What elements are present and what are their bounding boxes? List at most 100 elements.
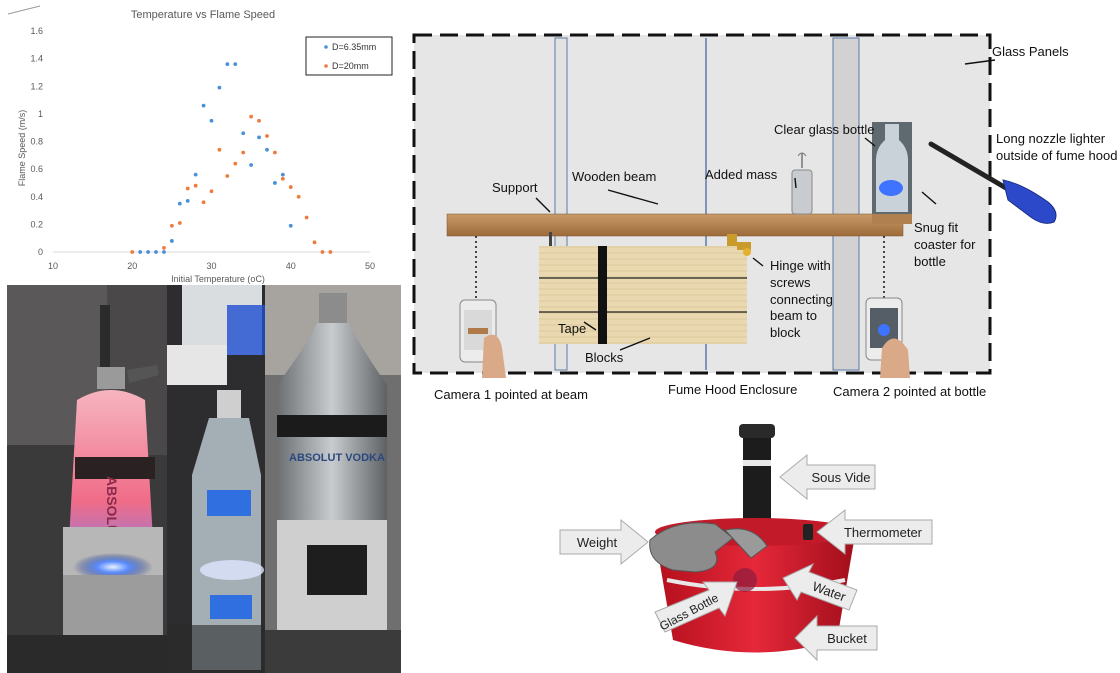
data-point-series-1 (146, 250, 151, 254)
arrow-bucket: Bucket (794, 614, 878, 662)
label-weight: Weight (577, 535, 618, 550)
data-point-series-2 (280, 176, 285, 181)
data-point-series-2 (249, 114, 254, 119)
x-tick-label: 30 (206, 261, 216, 271)
data-point-series-2 (265, 134, 269, 138)
data-point-series-2 (162, 245, 166, 250)
data-point-series-2 (296, 194, 301, 199)
scatter-chart: Temperature vs Flame Speed 00.20.40.60.8… (7, 5, 393, 284)
y-tick-label: 0.2 (30, 219, 43, 229)
y-tick-label: 1.4 (30, 54, 43, 64)
label-fume-hood: Fume Hood Enclosure (668, 382, 798, 397)
chart-legend: D=6.35mm D=20mm (305, 36, 393, 76)
legend-label-2: D=20mm (332, 61, 369, 71)
label-long-nozzle-lighter: Long nozzle lighter (996, 131, 1106, 146)
sous-vide-diagram: Sous Vide Thermometer Weight Water Glass… (559, 424, 933, 662)
phone-camera-1 (459, 299, 506, 378)
data-point-series-2 (201, 200, 206, 205)
label-sous-vide: Sous Vide (811, 470, 870, 485)
data-point-series-1 (249, 163, 254, 167)
data-point-series-2 (304, 215, 309, 220)
x-tick-label: 40 (286, 261, 296, 271)
data-point-series-2 (130, 250, 135, 254)
data-point-series-1 (209, 118, 214, 123)
data-point-series-2 (225, 174, 230, 178)
thermometer-probe (803, 524, 813, 540)
glass-panel-3 (832, 37, 860, 371)
y-tick-label: 1 (38, 109, 43, 119)
data-point-series-1 (233, 62, 238, 67)
label-bucket: Bucket (827, 631, 867, 646)
data-point-series-2 (233, 161, 238, 166)
label-hinge-4: beam to (770, 308, 817, 323)
data-point-series-2 (320, 250, 325, 254)
label-snug-fit-3: bottle (914, 254, 946, 269)
data-point-series-1 (177, 201, 182, 206)
data-point-series-2 (241, 150, 246, 155)
data-point-series-2 (217, 147, 222, 152)
tape (598, 246, 607, 344)
label-blocks: Blocks (585, 350, 624, 365)
added-mass (791, 152, 813, 215)
data-point-series-1 (217, 85, 222, 90)
data-point-series-1 (265, 147, 269, 152)
data-point-series-2 (312, 240, 317, 245)
long-nozzle-lighter (928, 141, 1057, 224)
data-point-series-2 (209, 189, 214, 194)
x-tick-label: 20 (127, 261, 137, 271)
data-point-series-1 (138, 250, 143, 254)
data-point-series-2 (328, 250, 333, 254)
data-point-series-1 (288, 223, 293, 228)
data-point-series-2 (288, 185, 293, 189)
bottle-photos: ABSOLUT ABSOLUT VODKA (7, 285, 401, 673)
data-point-series-1 (193, 172, 198, 177)
label-added-mass: Added mass (705, 167, 778, 182)
wooden-beam (446, 213, 904, 237)
arrow-thermometer: Thermometer (816, 508, 933, 556)
glass-bottle-inside (733, 568, 757, 592)
photo-sealed-bottle: ABSOLUT VODKA (265, 285, 401, 673)
label-camera-1: Camera 1 pointed at beam (434, 387, 588, 402)
label-wooden-beam: Wooden beam (572, 169, 657, 184)
x-tick-label: 50 (365, 261, 375, 271)
support-post (549, 232, 552, 246)
data-point-series-2 (273, 150, 277, 155)
data-point-series-1 (225, 62, 230, 67)
y-axis-label: Flame Speed (m/s) (17, 110, 27, 187)
chart-points (130, 62, 333, 254)
label-support: Support (492, 180, 538, 195)
data-point-series-1 (201, 103, 206, 108)
label-tape: Tape (558, 321, 587, 336)
phone-camera-2 (865, 297, 910, 378)
y-tick-label: 0.8 (30, 137, 43, 147)
photo-blue-flame-bottle (167, 285, 265, 673)
snug-fit-coaster (872, 214, 912, 224)
x-tick-label: 10 (48, 261, 58, 271)
y-tick-label: 1.6 (30, 26, 43, 36)
data-point-series-1 (257, 135, 261, 140)
label-snug-fit-2: coaster for (914, 237, 976, 252)
label-hinge-3: connecting (770, 292, 833, 307)
data-point-series-2 (177, 221, 182, 225)
photo3-bottle-text: ABSOLUT VODKA (289, 452, 385, 464)
label-hinge-5: block (770, 325, 801, 340)
label-hinge-2: screws (770, 275, 811, 290)
label-outside-fume-hood: outside of fume hood (996, 148, 1118, 163)
clear-glass-bottle (872, 122, 912, 218)
data-point-series-1 (162, 250, 166, 254)
data-point-series-2 (193, 183, 198, 188)
y-tick-label: 0.4 (30, 192, 43, 202)
photo-pink-flame-bottle: ABSOLUT (7, 285, 167, 673)
data-point-series-1 (273, 181, 277, 185)
chart-title: Temperature vs Flame Speed (131, 9, 275, 21)
blocks (539, 246, 747, 344)
weight-stone (649, 522, 768, 573)
legend-marker-2 (324, 64, 328, 68)
label-thermometer: Thermometer (844, 525, 923, 540)
data-point-series-2 (257, 118, 261, 123)
data-point-series-2 (185, 186, 190, 191)
hinge (727, 234, 751, 256)
arrow-sous-vide: Sous Vide (779, 453, 876, 501)
sous-vide-device (739, 424, 775, 520)
